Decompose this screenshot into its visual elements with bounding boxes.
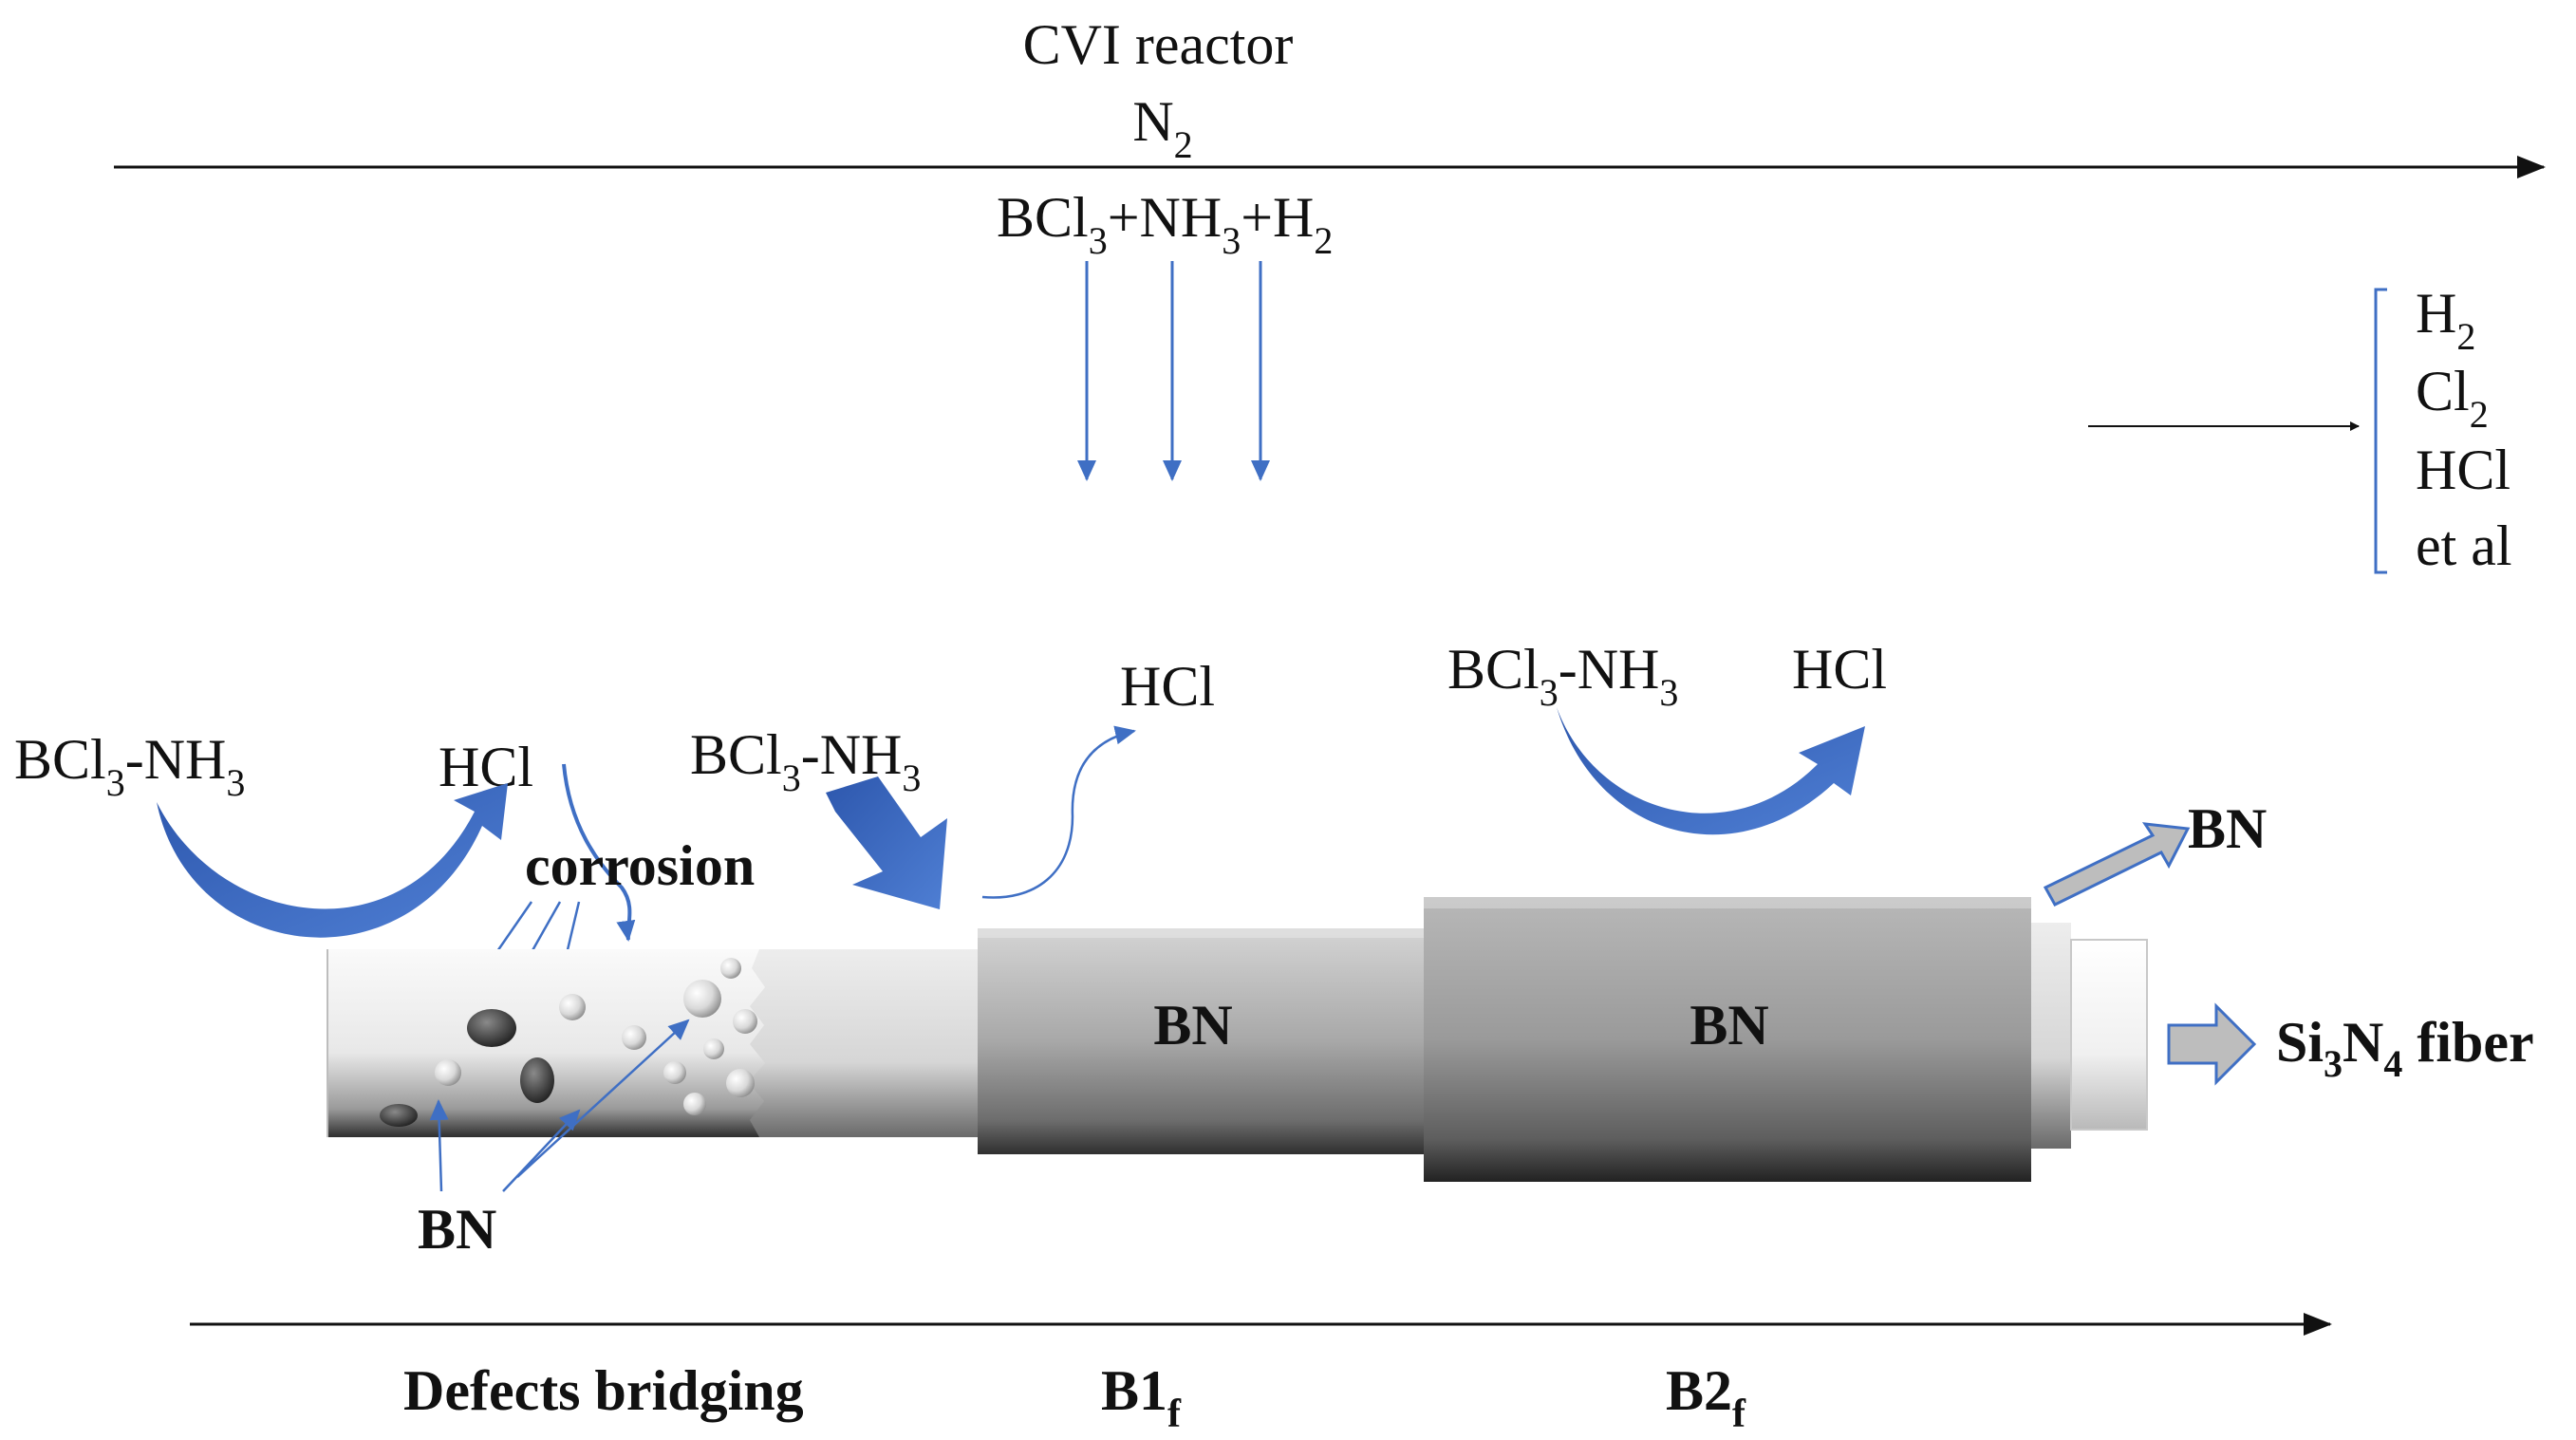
precursor-label: BCl3+NH3+H2	[997, 186, 1333, 262]
carrier-gas-label: N2	[1132, 90, 1192, 166]
bn-legend-arrow	[2043, 822, 2191, 907]
stage-label-b1f: B1f	[1101, 1359, 1182, 1436]
stage1-curved-arrow	[157, 783, 508, 938]
stage2-hcl-arrow	[981, 725, 1136, 899]
bn-particle	[733, 1009, 757, 1034]
defect-pit	[520, 1057, 554, 1103]
stage3-reactant: BCl3-NH3	[1447, 638, 1678, 714]
bn-layer-b1f	[978, 928, 1424, 1154]
exhaust-hcl: HCl	[2416, 439, 2511, 501]
exhaust-bracket	[2374, 288, 2387, 574]
b1f-bn-label: BN	[1153, 994, 1232, 1057]
stage2-reactant: BCl3-NH3	[690, 723, 921, 799]
bn-particle	[720, 958, 741, 979]
stage1-bn-label: BN	[418, 1198, 496, 1261]
bn-particle	[435, 1059, 461, 1086]
bn-pointer-2	[502, 1109, 581, 1192]
exhaust-et-al: et al	[2416, 514, 2512, 577]
bn-particle	[703, 1038, 724, 1059]
reactor-title: CVI reactor	[1023, 13, 1294, 76]
bn-particle	[622, 1025, 646, 1050]
bn-particle	[726, 1069, 755, 1097]
bn-particle	[559, 994, 586, 1020]
stage-label-b2f: B2f	[1666, 1359, 1746, 1436]
stage3-product: HCl	[1792, 638, 1887, 701]
bn-particle	[663, 1061, 686, 1084]
fiber-legend-arrow	[2167, 1002, 2257, 1086]
fiber-tip-edge	[2070, 939, 2148, 1131]
legend-fiber-label: Si3N4 fiber	[2276, 1011, 2534, 1085]
b2f-bn-label: BN	[1689, 994, 1768, 1057]
stage2-deposition-arrow	[826, 776, 947, 909]
bn-particle	[683, 980, 721, 1018]
stage-label-defects-bridging: Defects bridging	[403, 1359, 804, 1422]
exhaust-h2: H2	[2416, 282, 2475, 358]
corrosion-arrow	[562, 763, 636, 942]
bn-layer-b2f	[1424, 897, 2031, 1182]
fiber-tip	[2071, 940, 2147, 1130]
stage1-reactant: BCl3-NH3	[14, 728, 245, 804]
stage1-product: HCl	[439, 736, 533, 798]
bn-layer-b2f-highlight	[1424, 897, 2031, 908]
corrosion-label: corrosion	[525, 834, 755, 897]
stage2-product: HCl	[1120, 655, 1215, 718]
exhaust-cl2: Cl2	[2416, 360, 2489, 436]
bn-pointer-3	[516, 1019, 690, 1178]
bn-pointer-1	[429, 1099, 449, 1192]
stage3-curved-arrow	[1557, 707, 1865, 835]
coating-step	[2031, 923, 2071, 1149]
bn-layer-b1f-highlight	[978, 928, 1424, 938]
defect-pit	[467, 1009, 516, 1047]
bn-bridged-region	[748, 949, 978, 1137]
defect-pit	[380, 1104, 418, 1127]
legend-bn-label: BN	[2188, 797, 2267, 860]
bn-particle	[683, 1093, 706, 1115]
